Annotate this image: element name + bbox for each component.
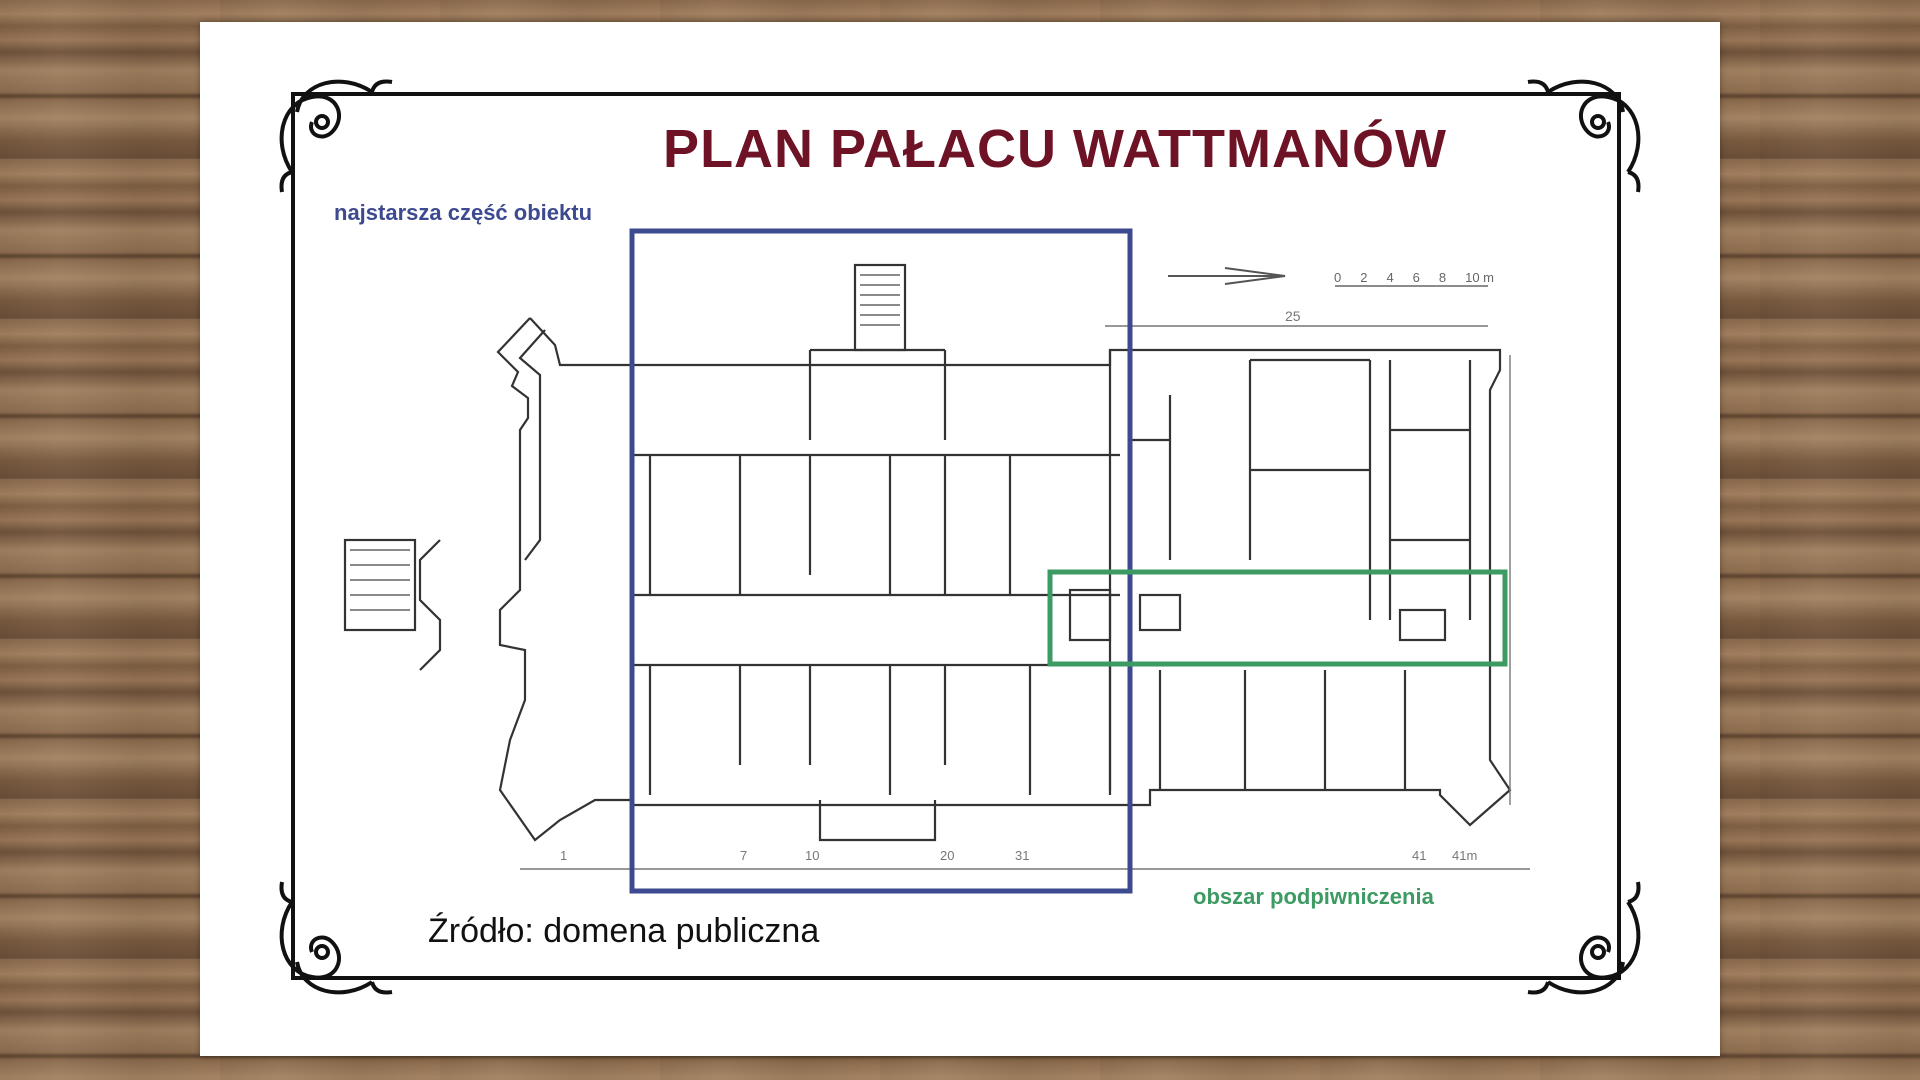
scale-tick-labels: 0 2 4 6 8 10 m	[1334, 270, 1494, 285]
ornament-corner-icon	[1527, 881, 1641, 995]
scale-tick: 8	[1438, 270, 1447, 285]
basement-area-highlight	[1047, 569, 1508, 667]
scale-tick: 6	[1412, 270, 1420, 285]
north-arrow-icon	[1168, 267, 1286, 285]
page-title: PLAN PAŁACU WATTMANÓW	[663, 119, 1447, 179]
axis-mark: 31	[1015, 848, 1030, 863]
oldest-part-highlight	[629, 228, 1133, 894]
axis-mark: 41	[1412, 848, 1427, 863]
axis-mark: 10	[805, 848, 820, 863]
ornamental-frame	[291, 92, 1621, 980]
ornament-corner-icon	[279, 79, 393, 193]
scale-tick: 0	[1334, 270, 1342, 285]
scale-tick: 10 m	[1465, 270, 1494, 285]
dimension-label: 25	[1285, 308, 1301, 324]
basement-area-label: obszar podpiwniczenia	[1193, 884, 1434, 909]
dimension-line	[520, 325, 1530, 870]
ornament-corner-icon	[1527, 79, 1641, 193]
plan-walls	[343, 263, 1512, 842]
scale-tick: 4	[1386, 270, 1394, 285]
axis-mark: 20	[940, 848, 955, 863]
axis-mark: 1	[560, 848, 568, 863]
scale-tick: 2	[1360, 270, 1368, 285]
staircase-icon	[350, 274, 900, 611]
axis-mark: 7	[740, 848, 748, 863]
source-caption: Źródło: domena publiczna	[428, 912, 820, 950]
oldest-part-label: najstarsza część obiektu	[334, 200, 593, 225]
axis-mark: 41m	[1452, 848, 1478, 863]
ornament-corner-icon	[279, 881, 393, 995]
